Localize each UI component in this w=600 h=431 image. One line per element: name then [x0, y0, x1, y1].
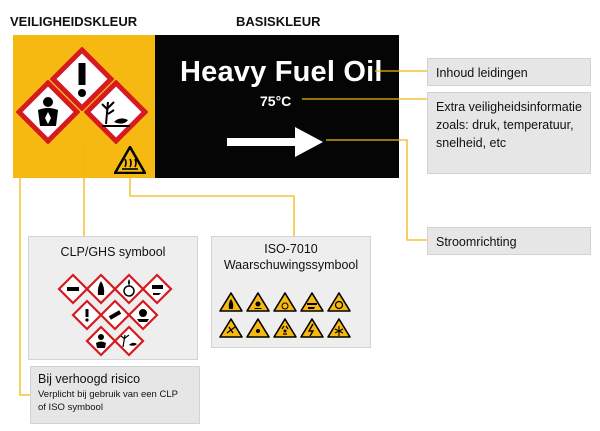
warning-electricity-icon [307, 323, 315, 337]
increased-risk-box: Bij verhoogd risico Verplicht bij gebrui… [30, 366, 200, 424]
contents-callout-text: Inhoud leidingen [436, 66, 528, 80]
safety-color-header: VEILIGHEIDSKLEUR [10, 14, 138, 29]
base-color-header: BASISKLEUR [236, 14, 321, 29]
warning-biohazard-icon [334, 300, 344, 310]
pipe-contents-title: Heavy Fuel Oil [180, 56, 383, 88]
clp-ghs-panel: CLP/GHS symbool [28, 236, 198, 360]
base-color-band [155, 35, 399, 178]
extra-info-line-3: snelheid, etc [436, 136, 507, 150]
hot-surface-warning-icon [114, 146, 146, 174]
iso-panel-title-line-2: Waarschuwingssymbool [223, 258, 359, 272]
flow-direction-callout-text: Stroomrichting [436, 235, 517, 249]
ghs-skull-icon [139, 309, 147, 317]
warning-oxidizing-icon [281, 302, 289, 310]
ghs-corrosive-icon [152, 285, 163, 295]
ghs-health-hazard-small-icon [98, 334, 104, 340]
extra-info-line-2: zoals: druk, temperatuur, [436, 118, 574, 132]
ghs-pictogram-grid [57, 273, 173, 357]
iso-7010-panel: ISO-7010 Waarschuwingssymbool [211, 236, 371, 348]
increased-risk-note-line-1: Verplicht bij gebruik van een CLP [38, 389, 178, 400]
ghs-exclamation-icon [50, 47, 114, 111]
iso-warning-grid [219, 292, 351, 338]
warning-explosive-icon [226, 326, 236, 334]
ghs-health-hazard-icon [16, 80, 80, 144]
warning-corrosive-icon [307, 303, 317, 309]
temperature-label: 75°C [260, 93, 292, 109]
ghs-environment-icon [84, 80, 148, 144]
ghs-flame-icon [97, 281, 105, 295]
warning-low-temperature-icon [334, 326, 344, 336]
ghs-exclamation-mark [85, 309, 89, 317]
contents-callout: Inhoud leidingen [427, 58, 591, 86]
warning-radioactive-icon [283, 329, 287, 333]
increased-risk-note-line-2: of ISO symbool [38, 402, 103, 413]
extra-info-line-1: Extra veiligheidsinformatie [436, 100, 582, 114]
ghs-explosive-icon [108, 310, 122, 320]
ghs-environment-small-icon [120, 334, 130, 348]
arrow-right-icon [227, 127, 323, 157]
increased-risk-title: Bij verhoogd risico [38, 372, 141, 386]
ghs-oxidizer-flame [128, 279, 130, 286]
ghs-gas-cylinder-icon [67, 287, 79, 291]
flow-direction-callout: Stroomrichting [427, 227, 591, 255]
warning-skull-icon [256, 329, 260, 333]
warning-toxic-icon [255, 301, 261, 307]
clp-panel-title: CLP/GHS symbool [60, 245, 166, 259]
extra-info-callout: Extra veiligheidsinformatie zoals: druk,… [427, 92, 591, 174]
iso-panel-title-line-1: ISO-7010 [264, 242, 318, 256]
warning-flammable-icon [228, 299, 234, 309]
